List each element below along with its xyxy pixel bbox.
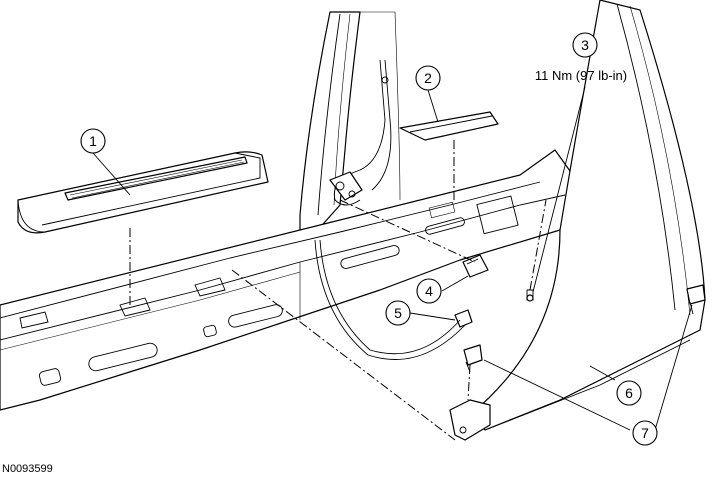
callout-number: 7 xyxy=(641,425,649,441)
scuff-plate xyxy=(17,151,269,234)
seat-belt-retractor xyxy=(329,59,392,206)
callout-7: 7 xyxy=(632,420,658,446)
callout-2: 2 xyxy=(415,65,441,91)
rocker-panel xyxy=(0,149,581,411)
bolt xyxy=(526,289,534,302)
callout-number: 1 xyxy=(89,133,97,149)
callout-5: 5 xyxy=(385,300,411,326)
callout-number: 2 xyxy=(424,70,432,86)
callout-number: 3 xyxy=(581,37,589,53)
callout-number: 4 xyxy=(425,283,433,299)
callout-number: 5 xyxy=(394,305,402,321)
installation-lines xyxy=(129,140,547,441)
lower-bracket xyxy=(449,399,491,441)
figure-id-label: N0093599 xyxy=(2,463,53,475)
b-pillar-lower-trim xyxy=(469,0,706,431)
callout-4: 4 xyxy=(416,278,442,304)
pushpin-left xyxy=(463,344,483,373)
leader-lines xyxy=(92,86,693,431)
connector-assembly xyxy=(314,239,489,360)
callout-3: 3 xyxy=(572,32,598,58)
trim-panel-piece xyxy=(399,111,499,141)
callout-number: 6 xyxy=(625,385,633,401)
callout-6: 6 xyxy=(616,380,642,406)
callout-1: 1 xyxy=(80,128,106,154)
torque-spec-label: 11 Nm (97 lb-in) xyxy=(535,68,627,83)
